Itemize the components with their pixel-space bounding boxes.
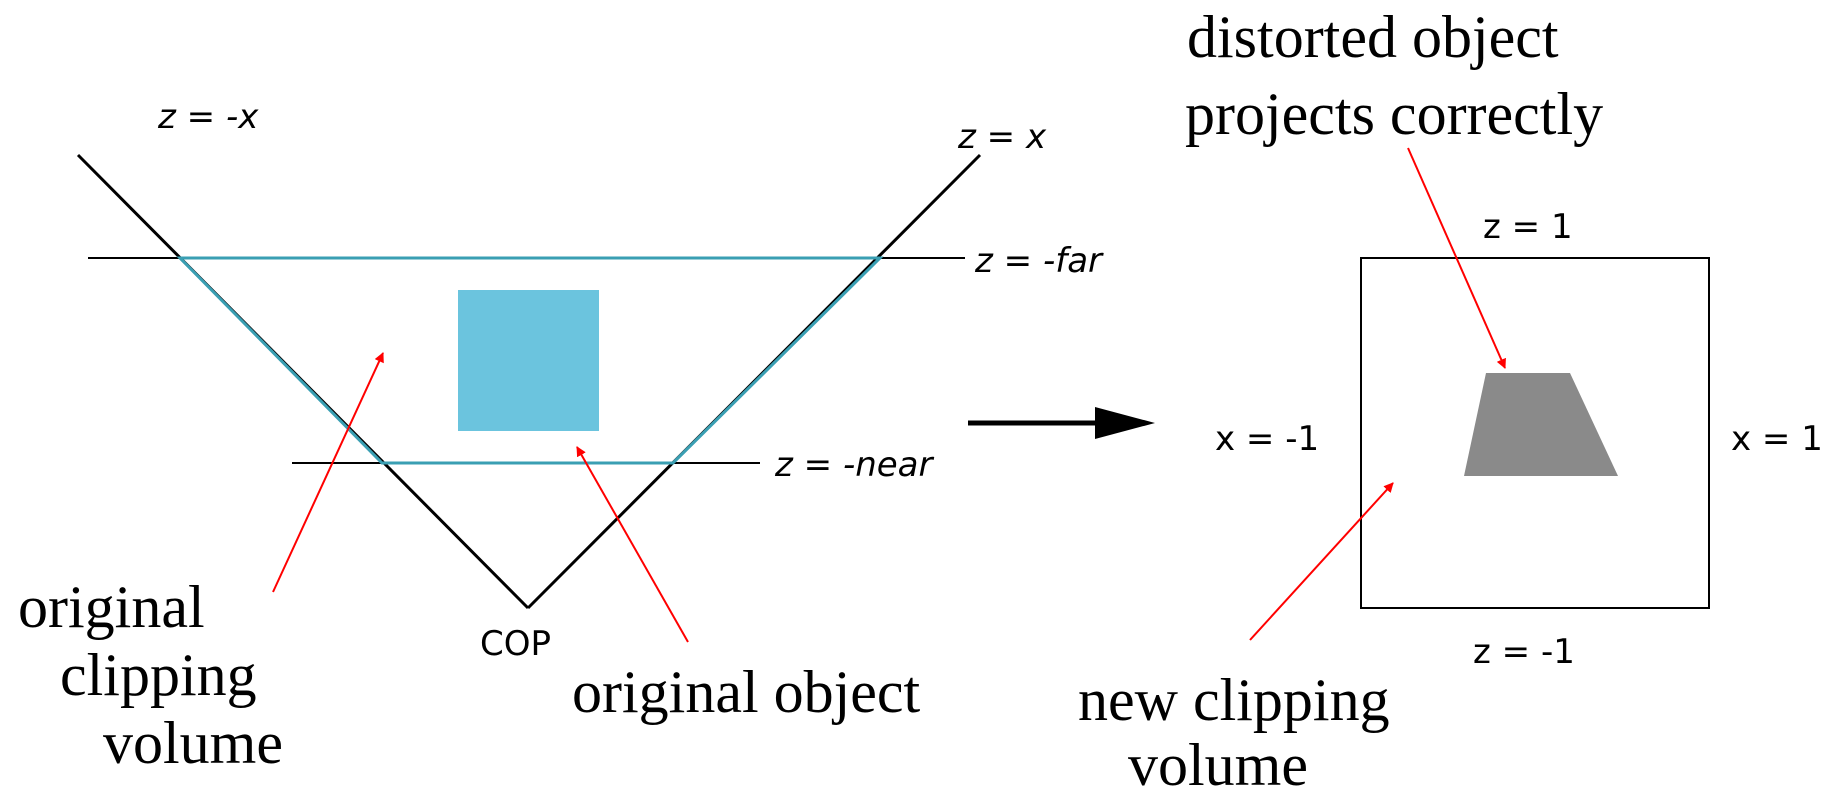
label-z-near: z = -near bbox=[774, 445, 935, 485]
distorted-object bbox=[1464, 373, 1618, 476]
label-z-1: z = 1 bbox=[1483, 207, 1573, 247]
caption-original-clipping-volume: original clipping volume bbox=[18, 574, 283, 776]
label-cop: COP bbox=[480, 624, 551, 664]
label-z-x: z = x bbox=[957, 117, 1047, 157]
pointer-arrow-distorted-object bbox=[1407, 147, 1506, 369]
original-scene: z = -x z = x z = -far z = -near COP orig… bbox=[18, 97, 1104, 776]
pointer-arrow-original-clipping bbox=[272, 352, 384, 593]
caption-new-clipping-volume: new clipping volume bbox=[1078, 667, 1405, 795]
label-z-neg-x: z = -x bbox=[157, 97, 259, 137]
pointer-arrow-original-object bbox=[576, 446, 689, 643]
label-x-neg-1: x = -1 bbox=[1215, 419, 1319, 459]
label-z-neg-1: z = -1 bbox=[1473, 632, 1575, 672]
caption-distorted-object: distorted object projects correctly bbox=[1185, 4, 1603, 147]
normalized-scene: z = 1 z = -1 x = -1 x = 1 distorted obje… bbox=[1078, 4, 1823, 795]
original-clipping-volume bbox=[176, 256, 884, 465]
caption-original-object: original object bbox=[572, 659, 921, 725]
label-z-far: z = -far bbox=[974, 241, 1104, 281]
pointer-arrow-new-clipping bbox=[1249, 482, 1394, 641]
original-object bbox=[458, 290, 599, 431]
new-clipping-volume bbox=[1360, 257, 1710, 609]
label-x-1: x = 1 bbox=[1731, 419, 1823, 459]
transform-arrow bbox=[968, 407, 1155, 439]
